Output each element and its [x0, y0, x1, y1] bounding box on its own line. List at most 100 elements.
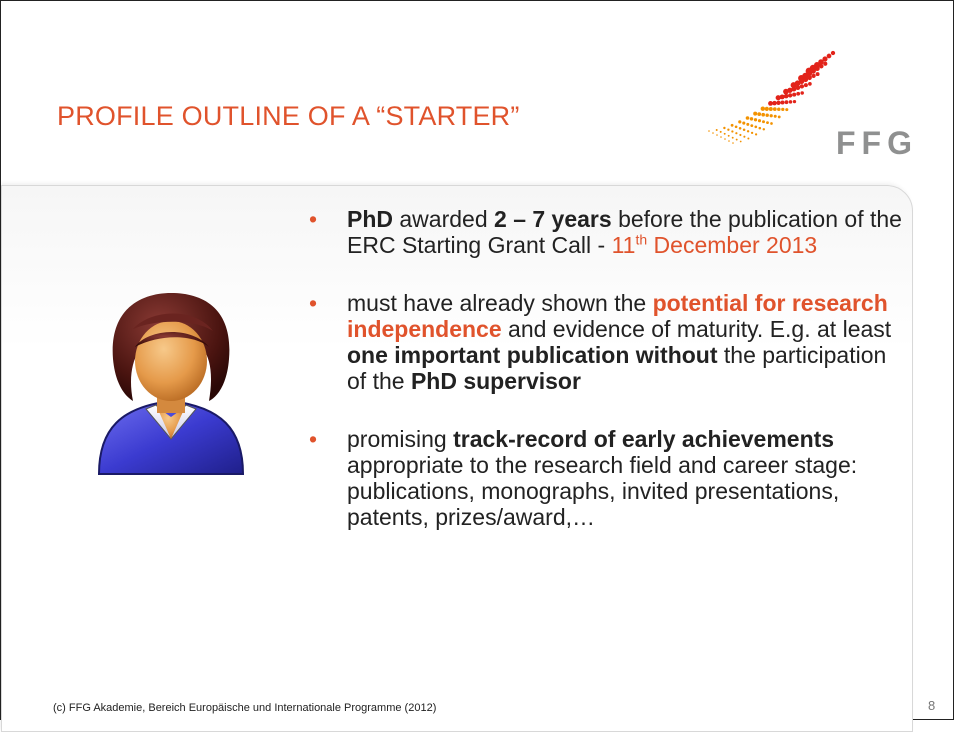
bullet-text: must have already shown the: [347, 290, 653, 316]
logo-dot: [780, 100, 785, 105]
logo-dot: [792, 92, 797, 97]
logo-dot: [716, 134, 718, 136]
logo-dot: [723, 132, 726, 135]
logo-dot: [723, 126, 726, 130]
logo-dot: [738, 120, 742, 124]
logo-dot: [787, 87, 793, 93]
ffg-logo-text: FFG: [836, 125, 918, 161]
logo-dot: [800, 91, 804, 95]
bullet-text: PhD: [347, 206, 393, 232]
logo-dot: [762, 128, 766, 131]
logo-dot: [757, 119, 762, 123]
logo-dot: [784, 100, 789, 105]
logo-dot: [731, 136, 734, 139]
logo-dot: [773, 114, 777, 118]
logo-dot: [746, 130, 750, 133]
bullet-dot-icon: •: [309, 206, 318, 232]
logo-dot: [765, 113, 769, 117]
logo-dot: [810, 68, 816, 74]
logo-dot: [785, 108, 789, 112]
logo-dot: [776, 100, 781, 105]
bullet-text: December 2013: [647, 232, 818, 258]
logo-dot: [766, 121, 769, 124]
logo-dot: [806, 70, 813, 77]
logo-dot: [712, 132, 714, 134]
bullet-text: track-record of early achievements: [453, 426, 835, 452]
logo-dot: [747, 137, 750, 140]
logo-dot: [772, 100, 777, 106]
logo-dot: [742, 121, 746, 125]
logo-dot: [728, 140, 730, 142]
page-number: 8: [928, 698, 936, 713]
logo-dot: [757, 112, 762, 116]
logo-dot: [739, 140, 742, 143]
logo-dot: [822, 56, 828, 62]
logo-dot: [807, 75, 812, 81]
logo-dot: [814, 66, 820, 72]
bullet-text: awarded: [393, 206, 495, 232]
logo-dot: [795, 85, 801, 91]
logo-dot: [764, 106, 769, 111]
logo-dot: [708, 130, 710, 132]
bullet-text: 2 – 7 years: [494, 206, 612, 232]
logo-dot: [818, 59, 824, 65]
logo-dot: [727, 134, 730, 137]
logo-dot: [783, 93, 789, 99]
footer-copyright: (c) FFG Akademie, Bereich Europäische un…: [53, 702, 437, 714]
logo-dot: [788, 93, 793, 98]
logo-dot: [772, 107, 777, 111]
logo-dot: [775, 95, 781, 101]
logo-dot: [799, 84, 805, 89]
logo-dot: [749, 117, 754, 121]
logo-dot: [826, 53, 832, 59]
bullet-text: potential for research independence: [347, 290, 888, 342]
logo-dot: [777, 115, 781, 119]
logo-dot: [724, 138, 726, 140]
logo-dot: [796, 91, 801, 96]
logo-dot: [719, 130, 722, 133]
bullet-list: • PhD awarded 2 – 7 years before the publ…: [309, 206, 909, 562]
logo-dot: [758, 126, 762, 130]
logo-dot: [830, 50, 836, 56]
logo-dot: [735, 138, 738, 141]
logo-dot: [768, 101, 773, 106]
logo-dot: [731, 130, 734, 133]
bullet-item: •must have already shown the potential f…: [309, 290, 909, 394]
logo-dot: [769, 114, 773, 118]
logo-dot: [743, 135, 746, 138]
logo-dot: [738, 127, 742, 130]
ffg-logo-mark: [708, 50, 836, 144]
logo-dot: [777, 107, 781, 112]
bullet-text: appropriate to the research field and ca…: [347, 452, 858, 530]
bullet-item: • PhD awarded 2 – 7 years before the publ…: [309, 206, 909, 258]
logo-dot: [803, 83, 808, 88]
logo-dot: [798, 78, 805, 85]
logo-dot: [727, 128, 730, 131]
logo-dot: [761, 112, 766, 117]
logo-dot: [791, 86, 797, 92]
slide-title: PROFILE OUTLINE OF A “STARTER”: [57, 101, 520, 131]
logo-dot: [746, 122, 750, 126]
logo-dot: [750, 131, 754, 135]
logo-dot: [730, 123, 734, 127]
bullet-text: and evidence of maturity. E.g. at least: [501, 316, 892, 342]
bullet-text: before the publication of the ERC Starti…: [347, 206, 902, 258]
logo-dot: [754, 125, 758, 129]
logo-dot: [735, 132, 738, 135]
logo-dot: [808, 82, 812, 86]
logo-dot: [720, 136, 722, 138]
logo-dot: [742, 128, 746, 132]
bullet-item: •promising track-record of early achieve…: [309, 426, 909, 530]
logo-dot: [770, 122, 773, 125]
logo-dot: [792, 99, 797, 104]
logo-dot: [815, 72, 820, 77]
logo-dot: [788, 100, 793, 104]
logo-dot: [811, 73, 816, 79]
bullet-dot-icon: •: [309, 426, 318, 452]
logo-dot: [732, 142, 734, 144]
bullet-text: one important publication without: [347, 342, 718, 368]
bullet-text: PhD supervisor: [410, 368, 581, 394]
logo-dot: [745, 116, 750, 120]
logo-dot: [715, 129, 718, 131]
